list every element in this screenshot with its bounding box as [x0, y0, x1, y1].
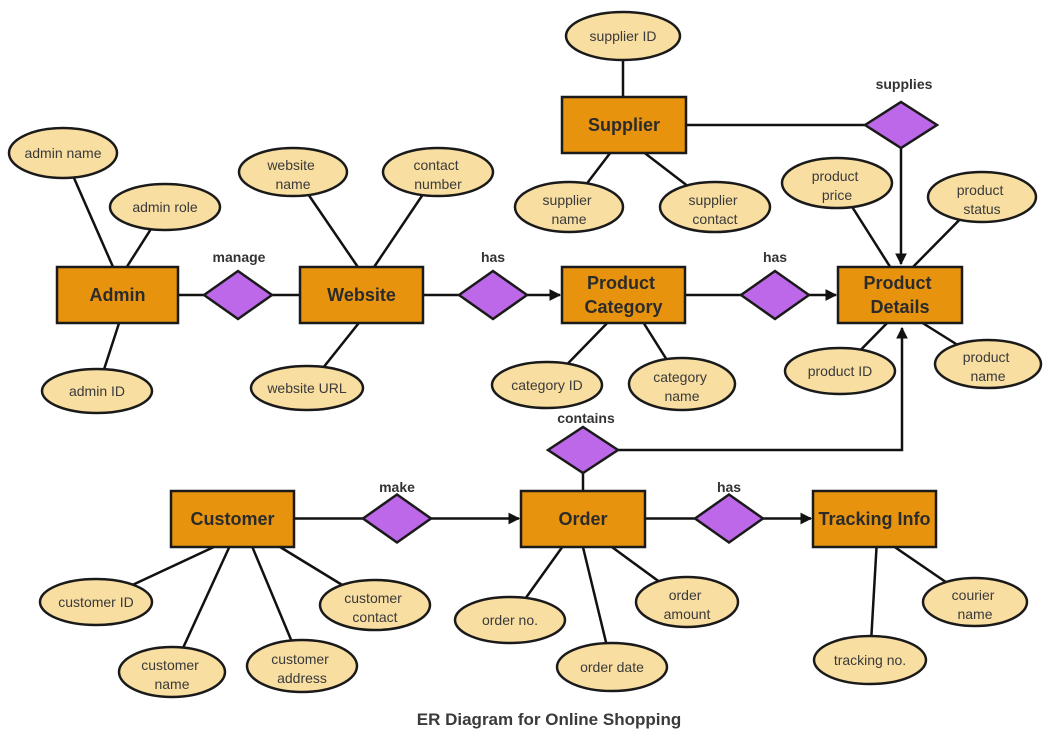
attribute-product-status-label: product status [957, 182, 1008, 217]
attribute-customer-id-label: customer ID [58, 594, 133, 610]
entity-order-label: Order [558, 509, 607, 529]
relationship-has-category-details-label: has [763, 249, 787, 265]
attribute-order-date [555, 641, 669, 693]
attribute-website-name [237, 146, 349, 198]
attribute-product-price [780, 156, 894, 210]
attribute-product-price-label: product price [812, 168, 863, 203]
attribute-customer-contact [318, 578, 432, 632]
attribute-tracking-no [812, 634, 928, 686]
attribute-customer-address-label: customer address [271, 651, 332, 686]
attribute-order-no-label: order no. [482, 612, 538, 628]
attribute-category-name-label: category name [653, 369, 711, 404]
attribute-admin-name-label: admin name [24, 145, 101, 161]
attribute-order-date-label: order date [580, 659, 644, 675]
entity-product-category-label: Product Category [584, 273, 662, 317]
attribute-customer-id [38, 577, 154, 627]
entity-supplier [560, 95, 688, 155]
entity-customer [169, 489, 296, 549]
attribute-supplier-id [564, 10, 682, 62]
attribute-customer-name [117, 645, 227, 699]
attribute-category-id [490, 360, 604, 410]
attributes: admin name admin role admin ID website n… [7, 10, 1043, 699]
attribute-product-name-label: product name [963, 349, 1014, 384]
entity-customer-label: Customer [190, 509, 274, 529]
attribute-tracking-no-label: tracking no. [834, 652, 906, 668]
attribute-customer-contact-label: customer contact [344, 590, 405, 625]
attribute-supplier-name-label: supplier name [543, 192, 596, 227]
attribute-supplier-name [513, 180, 625, 234]
entity-supplier-label: Supplier [588, 115, 660, 135]
entity-tracking-info [811, 489, 938, 549]
attribute-order-amount [634, 575, 740, 629]
attribute-product-id [783, 346, 897, 396]
attribute-website-url-label: website URL [266, 380, 347, 396]
relationship-has-order-tracking-label: has [717, 479, 741, 495]
attribute-website-url [249, 364, 365, 412]
connector-contains-details [583, 326, 908, 452]
relationship-manage-diamond [201, 269, 275, 321]
attribute-admin-id-label: admin ID [69, 383, 125, 399]
relationship-has-website-category-label: has [481, 249, 505, 265]
attribute-contact-number-label: contact number [413, 157, 462, 192]
attribute-customer-name-label: customer name [141, 657, 202, 692]
attribute-admin-name [7, 126, 119, 180]
entity-website [298, 265, 425, 325]
relationship-supplies-diamond [862, 100, 940, 150]
attribute-supplier-contact-label: supplier contact [689, 192, 742, 227]
relationship-make-diamond [360, 492, 434, 545]
relationship-has-website-category-diamond [456, 269, 530, 321]
attribute-courier-name-label: courier name [952, 587, 999, 622]
entity-product-details [836, 265, 964, 325]
attribute-order-no [453, 595, 567, 645]
attribute-supplier-contact [658, 180, 772, 234]
relationship-make-label: make [379, 479, 415, 495]
attribute-product-status [926, 170, 1038, 224]
relationship-has-category-details-diamond [738, 269, 812, 321]
attribute-admin-role-label: admin role [132, 199, 198, 215]
entity-admin-label: Admin [90, 285, 146, 305]
attribute-contact-number [381, 146, 495, 198]
entity-website-label: Website [327, 285, 396, 305]
diagram-title: ER Diagram for Online Shopping [417, 710, 681, 729]
attribute-product-name [933, 338, 1043, 390]
entity-product-details-label: Product Details [863, 273, 936, 317]
attribute-product-id-label: product ID [808, 363, 873, 379]
entity-admin [55, 265, 180, 325]
attribute-admin-role [108, 182, 222, 232]
relationship-manage-label: manage [213, 249, 266, 265]
entity-product-category [560, 265, 687, 325]
attribute-customer-address [245, 638, 359, 694]
entities: Admin Website Supplier Product Category … [55, 95, 964, 549]
attribute-admin-id [40, 367, 154, 415]
attribute-order-amount-label: order amount [664, 587, 711, 622]
relationship-has-order-tracking-diamond [692, 492, 766, 545]
attribute-courier-name [921, 576, 1029, 628]
relationship-contains-label: contains [557, 410, 615, 426]
entity-order [519, 489, 647, 549]
attribute-category-name [627, 356, 737, 412]
attribute-supplier-id-label: supplier ID [590, 28, 657, 44]
attribute-website-name-label: website name [266, 157, 318, 192]
relationship-supplies-label: supplies [876, 76, 933, 92]
relationships: manage has has supplies contains make ha… [201, 76, 940, 545]
relationship-contains-diamond [545, 425, 621, 475]
attribute-category-id-label: category ID [511, 377, 583, 393]
entity-tracking-info-label: Tracking Info [818, 509, 930, 529]
